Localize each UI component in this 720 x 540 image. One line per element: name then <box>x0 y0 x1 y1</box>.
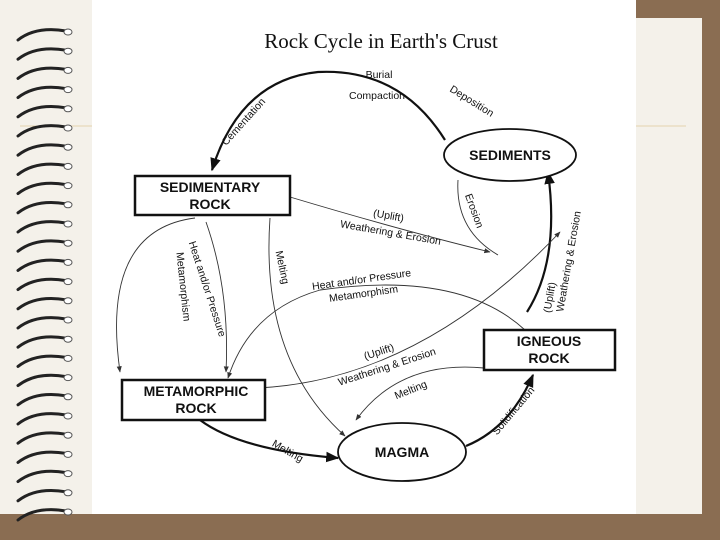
melting-label-metamorphic: Melting <box>270 438 305 465</box>
binding-hole <box>63 47 73 55</box>
compaction-label: Compaction <box>349 90 405 102</box>
binding-hole <box>63 105 73 113</box>
igneous-to-sediments-arrow <box>526 170 555 313</box>
sedimentary-weathering-arrow <box>289 196 491 254</box>
spiral-coil <box>16 450 68 464</box>
spiral-coil <box>16 200 68 215</box>
weathering-erosion-label-igneous: Weathering & Erosion <box>554 210 584 313</box>
binding-hole <box>63 508 73 516</box>
binding-hole <box>63 489 73 497</box>
spiral-coil <box>16 412 68 426</box>
uplift-label-igneous: (Uplift) <box>541 281 558 314</box>
spiral-coil <box>16 220 68 234</box>
binding-hole <box>63 28 73 36</box>
spiral-coil <box>16 392 68 407</box>
solidification-label: Solidification <box>490 385 537 438</box>
erosion-label: Erosion <box>462 192 486 230</box>
binding-hole <box>63 182 73 190</box>
sedimentary-label-line2: ROCK <box>189 196 230 212</box>
binding-hole <box>63 278 73 286</box>
diagram-title: Rock Cycle in Earth's Crust <box>264 29 498 53</box>
binding-hole <box>63 258 73 266</box>
spiral-binding <box>16 28 73 522</box>
igneous-rock-node <box>482 328 617 372</box>
binding-hole <box>63 412 73 420</box>
sediments-to-sedimentary-arrow <box>210 70 446 172</box>
notebook-right-margin <box>636 18 702 514</box>
spiral-coil <box>16 508 68 522</box>
spiral-coil <box>16 104 68 119</box>
metamorphic-label-line2: ROCK <box>175 400 216 416</box>
sedimentary-outer-loop-arrow <box>116 217 196 373</box>
spiral-coil <box>16 66 68 80</box>
spiral-coil <box>16 373 68 388</box>
spiral-coil <box>16 469 68 484</box>
binding-hole <box>63 143 73 151</box>
binding-hole <box>63 393 73 401</box>
cementation-label: Cementation <box>219 96 268 148</box>
sediments-erosion-line <box>457 179 499 256</box>
magma-label: MAGMA <box>375 444 429 460</box>
burial-label: Burial <box>366 69 393 81</box>
binding-hole <box>63 220 73 228</box>
metamorphic-rock-node <box>120 378 267 422</box>
sedimentary-rock-node <box>133 174 292 217</box>
sediments-label: SEDIMENTS <box>469 147 551 163</box>
binding-hole <box>63 335 73 343</box>
spiral-coil <box>16 296 68 311</box>
uplift-label-sedimentary: (Uplift) <box>372 207 405 224</box>
binding-hole <box>63 374 73 382</box>
sediments-node <box>443 128 577 182</box>
magma-node <box>337 422 467 482</box>
sedimentary-to-magma-arrow <box>268 217 346 437</box>
binding-hole <box>63 201 73 209</box>
metamorphic-label-line1: METAMORPHIC <box>144 383 249 399</box>
spiral-coil <box>16 431 68 445</box>
spiral-coil <box>16 316 68 330</box>
spiral-coil <box>16 162 68 176</box>
slide-bottom-border <box>0 514 720 540</box>
binding-hole <box>63 66 73 74</box>
spiral-coil <box>16 28 68 42</box>
sedimentary-label-line1: SEDIMENTARY <box>160 179 261 195</box>
igneous-to-metamorphic-arrow <box>227 284 526 379</box>
spiral-coil <box>16 181 68 196</box>
spiral-coil <box>16 258 68 272</box>
metamorphic-weathering-arrow <box>257 231 561 389</box>
binding-hole <box>63 297 73 305</box>
deposition-label: Deposition <box>447 83 496 120</box>
sedimentary-to-metamorphic-arrow <box>205 221 229 373</box>
metamorphic-to-magma-arrow <box>199 419 340 463</box>
spiral-coil <box>16 143 68 157</box>
weathering-erosion-label-sedimentary: Weathering & Erosion <box>339 218 442 248</box>
spiral-coil <box>16 85 68 100</box>
spiral-coil <box>16 239 68 253</box>
heat-pressure-label-vertical: Heat and/or Pressure <box>186 240 228 339</box>
binding-hole <box>63 470 73 478</box>
binding-hole <box>63 124 73 132</box>
spiral-coil <box>16 488 68 503</box>
binding-hole <box>63 450 73 458</box>
spiral-coil <box>16 354 68 368</box>
spiral-coil <box>16 277 68 292</box>
melting-label-igneous: Melting <box>393 378 429 402</box>
melting-label-sedimentary: Melting <box>273 250 292 286</box>
binding-hole <box>63 316 73 324</box>
magma-to-igneous-arrow <box>465 373 535 448</box>
metamorphism-label-vertical: Metamorphism <box>173 252 192 323</box>
igneous-label-line2: ROCK <box>528 350 569 366</box>
spiral-coil <box>16 335 68 349</box>
igneous-to-magma-arrow <box>355 366 485 421</box>
binding-hole <box>63 354 73 362</box>
spiral-coil <box>16 47 68 61</box>
binding-hole <box>63 239 73 247</box>
notebook-left-margin <box>0 0 92 540</box>
spiral-coil <box>16 124 68 138</box>
binding-hole <box>63 162 73 170</box>
igneous-label-line1: IGNEOUS <box>517 333 582 349</box>
binding-hole <box>63 431 73 439</box>
binding-hole <box>63 86 73 94</box>
